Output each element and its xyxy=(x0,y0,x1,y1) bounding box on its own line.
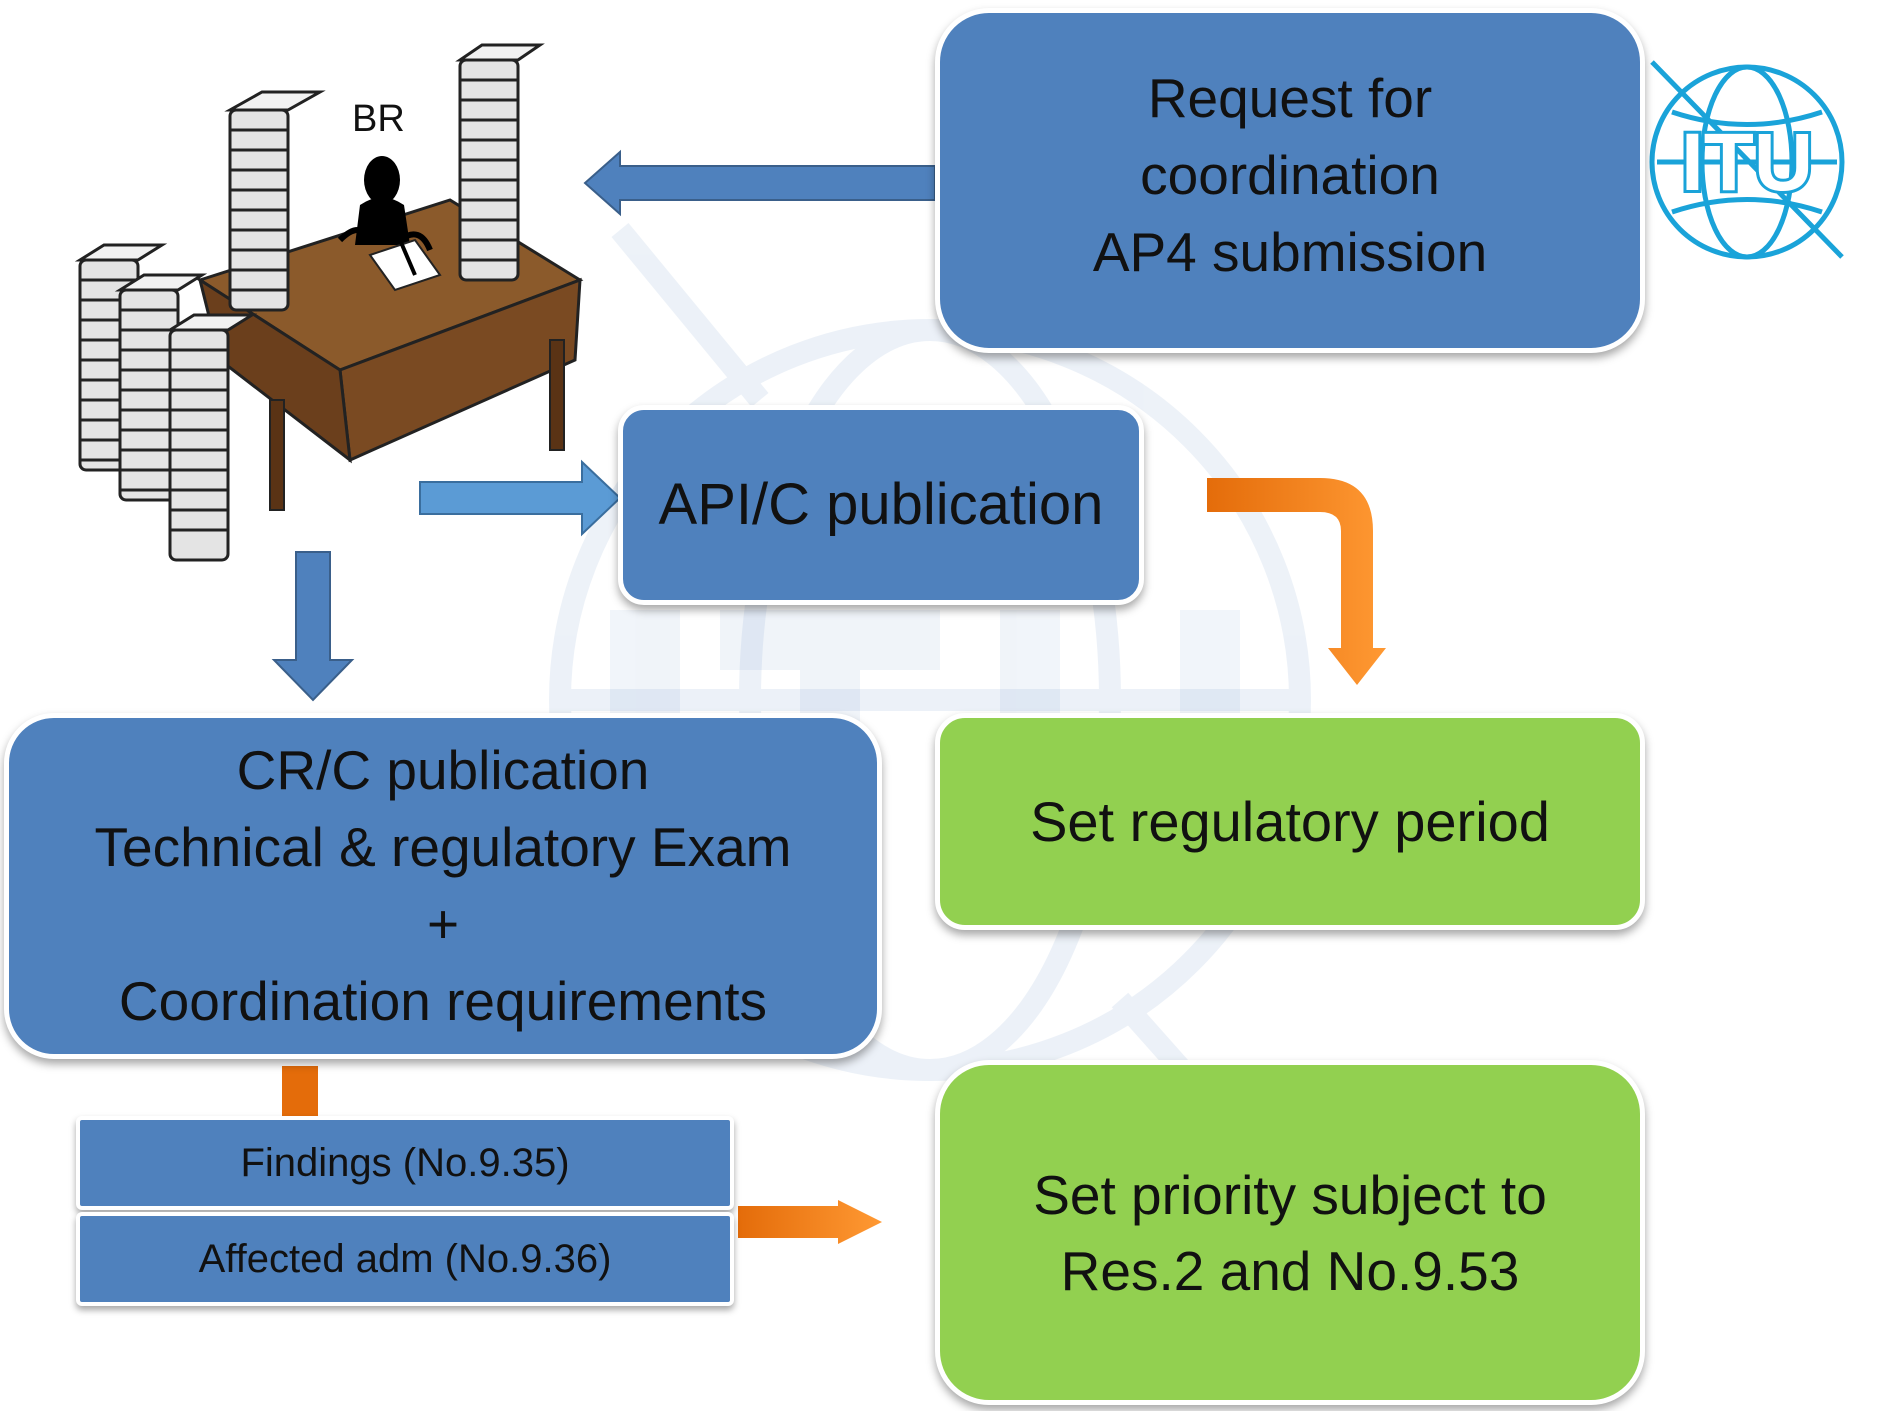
affected-label: Affected adm (No.9.36) xyxy=(198,1236,612,1281)
paper-stacks-icon xyxy=(74,43,545,562)
findings-box: Findings (No.9.35) xyxy=(76,1116,734,1210)
person-icon xyxy=(337,156,442,292)
regulatory-period-box: Set regulatory period xyxy=(935,713,1645,930)
request-line-3: AP4 submission xyxy=(1092,221,1488,283)
findings-label: Findings (No.9.35) xyxy=(240,1140,570,1185)
crc-line-1: CR/C publication xyxy=(236,739,650,801)
priority-line-2: Res.2 and No.9.53 xyxy=(1060,1239,1520,1302)
request-line-2: coordination xyxy=(1140,144,1440,206)
crc-line-4: Coordination requirements xyxy=(118,970,768,1032)
crc-publication-box: CR/C publication Technical & regulatory … xyxy=(4,713,882,1059)
request-line-1: Request for xyxy=(1147,67,1433,129)
clerk-at-desk-illustration xyxy=(74,43,584,562)
br-label: BR xyxy=(352,98,405,140)
priority-line-1: Set priority subject to xyxy=(1033,1163,1547,1226)
api-label: API/C publication xyxy=(658,472,1104,537)
api-publication-box: API/C publication xyxy=(618,405,1144,605)
crc-line-3: + xyxy=(426,893,460,955)
regulatory-label: Set regulatory period xyxy=(1030,790,1550,853)
svg-text:ITU: ITU xyxy=(1681,117,1813,208)
itu-logo-icon: ITU xyxy=(1649,60,1845,260)
affected-adm-box: Affected adm (No.9.36) xyxy=(76,1212,734,1306)
request-coordination-box: Request for coordination AP4 submission xyxy=(935,8,1645,353)
priority-box: Set priority subject to Res.2 and No.9.5… xyxy=(935,1060,1645,1405)
crc-line-2: Technical & regulatory Exam xyxy=(94,816,792,878)
